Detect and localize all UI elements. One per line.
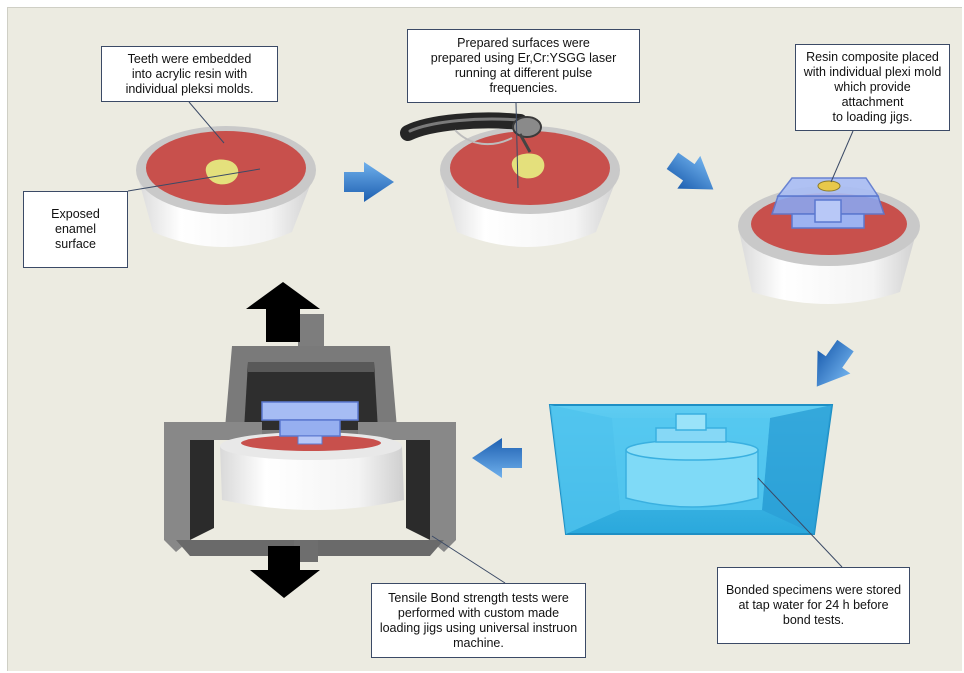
black-arrow-up-icon (246, 282, 320, 342)
leader-line (830, 130, 854, 183)
plexi-mold (770, 177, 886, 229)
note-exposed-enamel: Exposed enamel surface (23, 191, 128, 268)
blue-arrow-icon (344, 162, 394, 202)
blue-arrow-icon (816, 339, 854, 387)
specimen-laser-prepared (400, 102, 620, 247)
leader-line (757, 477, 843, 568)
leader-line (515, 102, 519, 189)
leader-line (431, 535, 506, 584)
blue-arrow-icon (666, 152, 714, 190)
note-tensile-test: Tensile Bond strength tests were perform… (371, 583, 586, 658)
blue-arrow-icon (472, 438, 522, 478)
note-embedded: Teeth were embedded into acrylic resin w… (101, 46, 278, 102)
black-arrow-down-icon (250, 546, 320, 598)
specimen-embedded (127, 101, 316, 247)
tensile-test-jig (164, 314, 506, 584)
leader-line (188, 101, 225, 144)
water-storage-tank (548, 404, 843, 568)
enamel-surface (511, 153, 545, 179)
specimen-composite-placed (738, 130, 920, 304)
laser-handpiece-icon (400, 112, 542, 153)
enamel-surface (205, 159, 239, 185)
note-composite-placed: Resin composite placed with individual p… (795, 44, 950, 131)
note-laser-prepared: Prepared surfaces were prepared using Er… (407, 29, 640, 103)
leader-line (127, 168, 261, 192)
note-water-storage: Bonded specimens were stored at tap wate… (717, 567, 910, 644)
